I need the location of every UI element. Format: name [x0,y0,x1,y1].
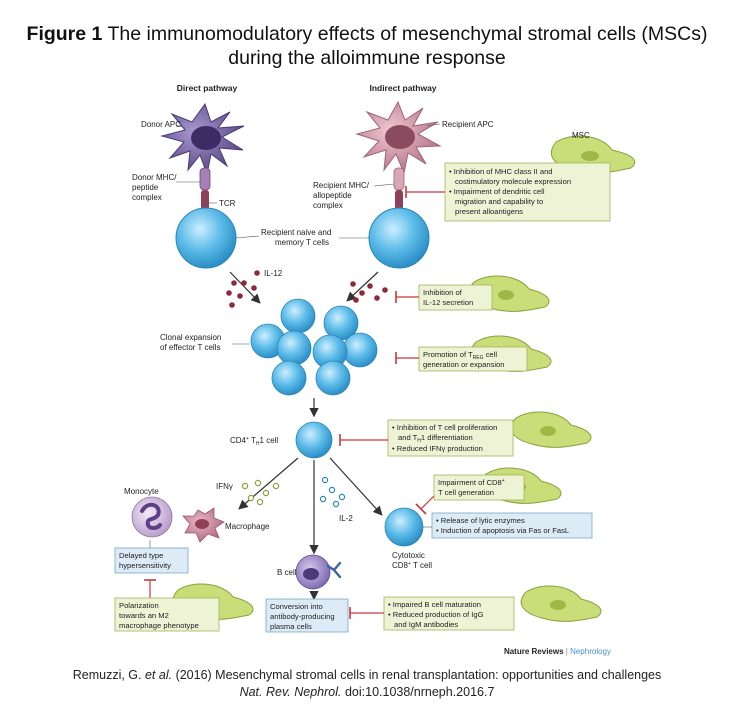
inhibition-bar-dth [144,579,156,598]
donor-apc-label: Donor APC [141,120,181,129]
il12-box-line2: IL-12 secretion [423,298,473,307]
clonal-label-1: Clonal expansion [160,333,221,342]
indirect-pathway-heading: Indirect pathway [369,83,436,93]
lytic-line1: • Release of lytic enzymes [436,516,525,525]
treg-box-line2: generation or expansion [423,360,504,369]
b-cell [295,554,342,590]
ifng-label: IFNγ [216,482,233,491]
m2-line3: macrophage phenotype [119,621,199,630]
mhc-box-line3: • Impairment of dendritic cell [449,187,545,196]
citation-authors: Remuzzi, G. [72,668,145,682]
t-prolif-line2: and TH1 differentiation [398,433,473,444]
dth-box [114,547,189,574]
donor-apc-cell [160,102,245,210]
il12-label: IL-12 [264,269,283,278]
t-proliferation-box [387,419,514,457]
naive-t-label-1: Recipient naive and [261,228,331,237]
cd8-box-line2: T cell generation [438,488,494,497]
cd4-th1-label: CD4+ TH1 cell [230,436,278,447]
dth-line2: hypersensitivity [119,561,171,570]
lytic-enzymes-box [431,512,593,539]
macrophage-label: Macrophage [225,522,270,531]
ifng-cytokines [241,479,280,506]
direct-pathway-heading: Direct pathway [177,83,238,93]
b-cell-maturation-box [383,596,515,631]
cytotoxic-label-1: Cytotoxic [392,551,425,560]
lytic-line2: • Induction of apoptosis via Fas or FasL [436,526,569,535]
b-cell-label: B cell [277,568,297,577]
citation-doi: doi:10.1038/nrneph.2016.7 [341,685,495,699]
tcr-label: TCR [219,199,236,208]
m2-line1: Polarization [119,601,159,610]
cytotoxic-label-2: CD8+ T cell [392,561,432,570]
naive-t-cell-indirect [368,207,430,269]
bmat-line2: • Reduced production of IgG [388,610,484,619]
figure-label: Figure 1 [26,23,103,45]
t-prolif-line3: • Reduced IFNγ production [392,444,483,453]
m2-line2: towards an M2 [119,611,169,620]
mhc-box-line1: • Inhibition of MHC class II and [449,167,553,176]
cd8-box-line1: Impairment of CD8+ [438,478,505,487]
mhc-inhibition-box [444,162,611,222]
donor-mhc-label-3: complex [132,193,162,202]
naive-t-label-2: memory T cells [275,238,329,247]
citation-rest: (2016) Mesenchymal stromal cells in rena… [172,668,662,682]
recipient-mhc-label-2: allopeptide [313,191,352,200]
monocyte-label: Monocyte [124,487,159,496]
cytotoxic-cd8-cell [384,507,424,547]
inhibition-bar-treg [395,352,419,364]
plasma-line2: antibody-producing [270,612,335,621]
donor-mhc-label-1: Donor MHC/ [132,173,177,182]
plasma-conversion-box [265,598,349,633]
figure-title-line1: The immunomodulatory effects of mesenchy… [107,23,708,45]
citation: Remuzzi, G. et al. (2016) Mesenchymal st… [0,667,734,701]
il12-box-line1: Inhibition of [423,288,463,297]
monocyte-cell [131,496,173,538]
inhibition-bar-cd8 [415,495,435,515]
recipient-apc-label: Recipient APC [442,120,494,129]
treg-box-line1: Promotion of TREG cell [423,350,497,361]
mhc-box-line2: costimulatory molecule expression [455,177,571,186]
recipient-mhc-label-1: Recipient MHC/ [313,181,370,190]
inhibition-bar-il12 [395,291,419,303]
citation-journal: Nat. Rev. Nephrol. [239,685,342,699]
naive-t-cell-direct [175,207,237,269]
inhibition-bar-th1 [339,434,388,446]
il12-cytokines [226,270,388,308]
plasma-line3: plasma cells [270,622,312,631]
treg-box [418,346,528,372]
donor-mhc-label-2: peptide [132,183,159,192]
recipient-apc-cell [355,100,442,210]
clonal-expansion-cluster [250,298,378,396]
cd4-th1-cell [295,421,333,459]
il12-inhibition-box [418,284,493,311]
il2-cytokines [319,476,346,508]
mhc-box-line5: present alloantigens [455,207,523,216]
citation-etal: et al. [144,668,173,682]
dth-line1: Delayed type [119,551,163,560]
figure-title-line2: during the alloimmune response [228,47,506,69]
inhibition-bar-mhc [405,186,445,198]
macrophage-cell [182,507,225,543]
figure-title: Figure 1 The immunomodulatory effects of… [0,22,734,70]
msc-label: MSC [572,131,590,140]
publisher-credit: Nature Reviews | Nephrology [504,647,611,656]
bmat-line1: • Impaired B cell maturation [388,600,481,609]
bmat-line3: and IgM antibodies [394,620,458,629]
recipient-mhc-label-3: complex [313,201,343,210]
clonal-label-2: of effector T cells [160,343,220,352]
mhc-box-line4: migration and capability to [455,197,543,206]
m2-polarization-box [114,597,220,632]
plasma-line1: Conversion into [270,602,323,611]
il2-label: IL-2 [339,514,353,523]
cd8-impairment-box [433,474,525,501]
t-prolif-line1: • Inhibition of T cell proliferation [392,423,497,432]
inhibition-bar-bcell [349,607,384,619]
